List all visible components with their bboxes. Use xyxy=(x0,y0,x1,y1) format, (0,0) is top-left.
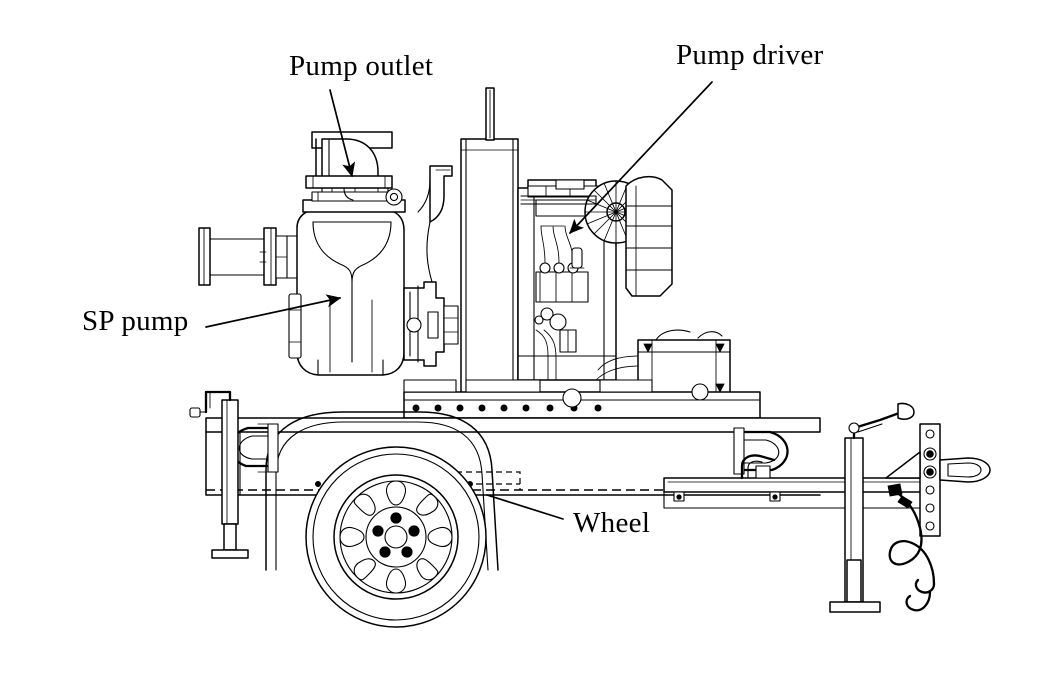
pump-volute xyxy=(286,208,405,376)
leader-pump-outlet xyxy=(329,89,356,178)
road-wheel xyxy=(305,446,487,628)
suction-flange xyxy=(198,227,288,286)
leader-pump-driver xyxy=(569,81,713,234)
discharge-elbow xyxy=(305,131,393,201)
tongue-jack xyxy=(829,402,915,613)
radiator xyxy=(460,138,519,396)
tongue-beam xyxy=(663,454,931,509)
callout-leaders xyxy=(205,81,713,520)
stabiliser-jack-left xyxy=(189,390,249,559)
leader-wheel xyxy=(486,494,564,520)
rear-bumper-guard xyxy=(733,427,789,475)
callout-label-pump-driver: Pump driver xyxy=(676,39,824,71)
exhaust-stack xyxy=(485,87,495,141)
callout-label-pump-outlet: Pump outlet xyxy=(289,50,434,82)
bearing-housing xyxy=(403,281,459,367)
engine-shroud xyxy=(520,179,597,205)
callout-label-wheel: Wheel xyxy=(573,507,651,539)
callout-label-sp-pump: SP pump xyxy=(82,305,189,337)
base-skid xyxy=(205,379,821,496)
pintle-eye xyxy=(939,457,991,483)
air-cleaner xyxy=(625,175,673,297)
leader-sp-pump xyxy=(205,294,342,328)
bellhousing-adaptor xyxy=(417,165,453,283)
hitch-plate xyxy=(885,423,941,537)
safety-chain xyxy=(887,483,936,612)
